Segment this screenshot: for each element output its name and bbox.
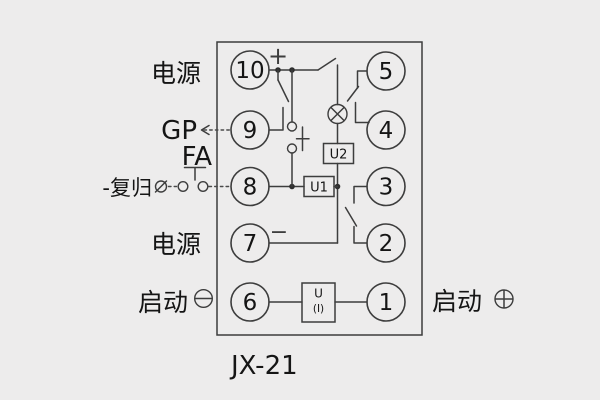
terminal-5: 5 bbox=[366, 51, 406, 91]
relay-case-outline bbox=[216, 41, 423, 336]
label-power-bottom: 电源 bbox=[151, 230, 201, 259]
terminal-6: 6 bbox=[230, 282, 270, 322]
component-u2-label: U2 bbox=[330, 148, 348, 163]
minus-in-circle-icon bbox=[193, 289, 213, 309]
contact-3-2 bbox=[344, 185, 368, 244]
external-right: 启动 bbox=[432, 287, 514, 316]
svg-text:10: 10 bbox=[235, 58, 264, 84]
contact-gp bbox=[268, 69, 290, 131]
component-ui: U (I) bbox=[301, 282, 336, 323]
internal-push-button-icon bbox=[286, 69, 310, 188]
svg-text:2: 2 bbox=[379, 231, 394, 257]
terminal-3: 3 bbox=[366, 166, 406, 207]
terminal-7: 7 bbox=[230, 223, 270, 263]
terminal-8: 8 bbox=[230, 166, 270, 207]
minus-polarity-marker: − bbox=[270, 220, 288, 245]
terminal-2: 2 bbox=[366, 223, 406, 263]
contact-blade bbox=[344, 206, 358, 227]
component-u1-label: U1 bbox=[310, 181, 328, 196]
label-power-top: 电源 bbox=[151, 59, 201, 88]
label-start-left: 启动 bbox=[138, 288, 188, 317]
component-ui-label-bottom: (I) bbox=[313, 303, 324, 315]
terminal-10: 10 bbox=[230, 50, 270, 90]
terminal-4: 4 bbox=[366, 110, 406, 150]
wiring: + U2 − U1 bbox=[268, 42, 370, 323]
svg-text:9: 9 bbox=[243, 118, 258, 144]
svg-text:4: 4 bbox=[379, 118, 394, 144]
plus-in-circle-icon bbox=[494, 289, 514, 309]
fa-push-button-icon bbox=[177, 166, 209, 192]
terminals-right: 5 4 3 2 1 bbox=[366, 51, 406, 322]
terminal-1: 1 bbox=[366, 282, 406, 322]
svg-text:5: 5 bbox=[379, 59, 394, 85]
button-actuator bbox=[183, 166, 207, 181]
external-left: 电源 GP FA -复归 电源 启动 bbox=[102, 59, 232, 317]
indicator-lamp-icon bbox=[327, 103, 348, 125]
contact-blade bbox=[317, 57, 337, 71]
svg-text:3: 3 bbox=[379, 175, 394, 201]
svg-text:6: 6 bbox=[243, 290, 258, 316]
contact-blade bbox=[277, 79, 290, 103]
reset-circuit: -复归 bbox=[102, 166, 232, 200]
component-u2: U2 bbox=[322, 142, 355, 165]
label-reset: -复归 bbox=[102, 176, 152, 200]
svg-text:1: 1 bbox=[379, 290, 394, 316]
component-ui-label-top: U bbox=[314, 287, 323, 301]
svg-text:8: 8 bbox=[243, 175, 258, 201]
terminals-left: 10 9 8 7 6 bbox=[230, 50, 270, 322]
contact-lamp-branch bbox=[317, 57, 339, 106]
button-actuator bbox=[295, 126, 310, 152]
screw-terminal-icon bbox=[154, 180, 168, 193]
plus-polarity-marker: + bbox=[268, 42, 288, 70]
label-gp: GP bbox=[161, 116, 197, 146]
contact-blade bbox=[346, 85, 360, 102]
label-start-right: 启动 bbox=[432, 287, 482, 316]
svg-text:7: 7 bbox=[243, 231, 258, 257]
terminal-9: 9 bbox=[230, 110, 270, 150]
contact-5-4 bbox=[346, 70, 370, 124]
gp-arrow-icon bbox=[200, 124, 232, 136]
component-u1: U1 bbox=[303, 175, 335, 198]
model-label: JX-21 bbox=[229, 351, 298, 381]
